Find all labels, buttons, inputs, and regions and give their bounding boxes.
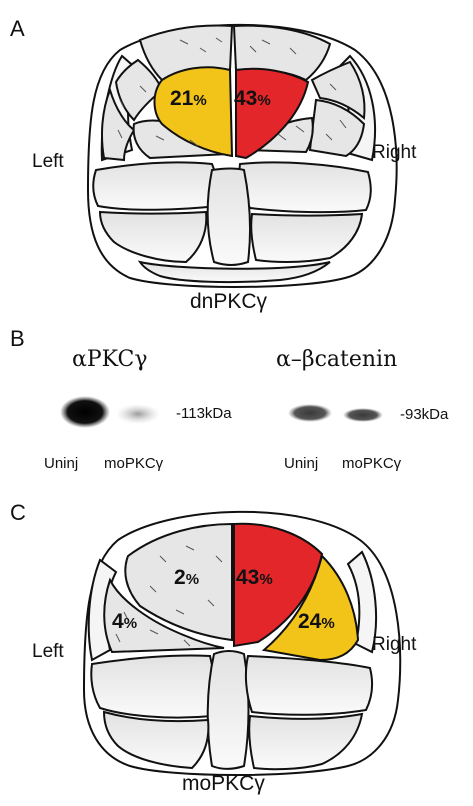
panel-a-letter: A xyxy=(10,16,25,41)
blot-catenin: α–βcatenin -93kDa Uninj moPKCγ xyxy=(276,347,449,472)
embryo-c-grey-left-value: 4% xyxy=(112,610,137,633)
embryo-a-yellow-percent-sign: % xyxy=(193,92,206,109)
embryo-a-cell-upper-right xyxy=(310,60,366,120)
panel-c-caption: moPKCγ xyxy=(182,772,265,795)
embryo-a-yellow-value: 21% xyxy=(170,87,207,110)
embryo-c-rim-right xyxy=(346,550,378,654)
embryo-a-lower-cell-2 xyxy=(238,161,372,214)
embryo-a-red-number: 43 xyxy=(234,87,257,110)
embryo-c-cell-left-grey xyxy=(103,577,225,654)
embryo-c-lower-cell-5 xyxy=(248,712,364,771)
embryo-c-hatching xyxy=(115,545,223,647)
blot-catenin-title: α–βcatenin xyxy=(276,347,397,372)
embryo-c-red-number: 43 xyxy=(236,566,259,589)
panel-c: C xyxy=(10,500,417,795)
embryo-c-yellow-number: 24 xyxy=(298,610,322,633)
blot-catenin-band-mo xyxy=(343,408,383,422)
blot-pkc-lane1: Uninj xyxy=(44,455,78,472)
embryo-a-red-value: 43% xyxy=(234,87,271,110)
embryo-a-lower-cell-1 xyxy=(92,161,220,211)
embryo-c: 2% 43% 4% 24% xyxy=(82,510,402,776)
embryo-c-lower-cell-1 xyxy=(90,654,216,719)
embryo-c-lower-cell-4 xyxy=(102,710,210,770)
blot-pkc-lane2: moPKCγ xyxy=(104,455,164,472)
panel-a: A xyxy=(10,16,417,313)
embryo-c-grey-top-number: 2 xyxy=(174,566,186,589)
embryo-c-yellow-value: 24% xyxy=(298,610,335,633)
panel-c-letter: C xyxy=(10,500,26,525)
embryo-c-red-percent-sign: % xyxy=(259,571,272,588)
blot-pkc-band-mo xyxy=(116,404,160,424)
embryo-c-grey-top-value: 2% xyxy=(174,566,199,589)
blot-catenin-size: -93kDa xyxy=(400,406,449,423)
embryo-a-cell-mid-left xyxy=(101,86,136,162)
blot-pkc: αPKCγ -113kDa Uninj moPKCγ xyxy=(44,347,232,472)
embryo-c-yellow-percent-sign: % xyxy=(321,615,334,632)
panel-b: B αPKCγ -113kDa Uninj moPKCγ α–βcatenin … xyxy=(10,326,449,472)
embryo-a-red-cell xyxy=(235,67,310,160)
blot-catenin-lane1: Uninj xyxy=(284,455,318,472)
embryo-a-lower-cell-6 xyxy=(137,260,331,284)
embryo-a-hatching xyxy=(117,37,347,147)
embryo-a-yellow-number: 21 xyxy=(170,87,194,110)
embryo-a-yellow-cell xyxy=(153,66,234,158)
blot-catenin-band-uninj xyxy=(288,404,332,422)
panel-a-right-label: Right xyxy=(372,142,417,163)
embryo-a-lower-cell-5 xyxy=(250,212,364,263)
embryo-c-lower-cell-3 xyxy=(244,654,374,716)
embryo-c-grey-left-percent-sign: % xyxy=(124,615,137,632)
embryo-a: 21% 43% xyxy=(86,23,398,288)
panel-a-caption: dnPKCγ xyxy=(190,290,268,313)
embryo-a-cell-upper-left xyxy=(114,58,164,122)
embryo-c-yellow-cell xyxy=(261,554,360,662)
blot-pkc-size: -113kDa xyxy=(176,405,232,422)
panel-b-letter: B xyxy=(10,326,25,351)
embryo-c-red-value: 43% xyxy=(236,566,273,589)
embryo-a-red-percent-sign: % xyxy=(257,92,270,109)
panel-c-right-label: Right xyxy=(372,634,417,655)
blot-pkc-band-uninj xyxy=(60,396,110,428)
panel-c-left-label: Left xyxy=(32,641,64,662)
embryo-a-lower-cell-4 xyxy=(206,167,252,266)
embryo-c-lower-cell-2 xyxy=(206,650,250,770)
embryo-c-cell-top-grey xyxy=(124,522,233,642)
panel-a-left-label: Left xyxy=(32,151,64,172)
embryo-c-grey-left-number: 4 xyxy=(112,610,124,633)
blot-catenin-lane2: moPKCγ xyxy=(342,455,402,472)
blot-pkc-title: αPKCγ xyxy=(72,347,148,372)
embryo-a-lower-cell-3 xyxy=(98,210,208,264)
embryo-c-grey-top-percent-sign: % xyxy=(186,571,199,588)
